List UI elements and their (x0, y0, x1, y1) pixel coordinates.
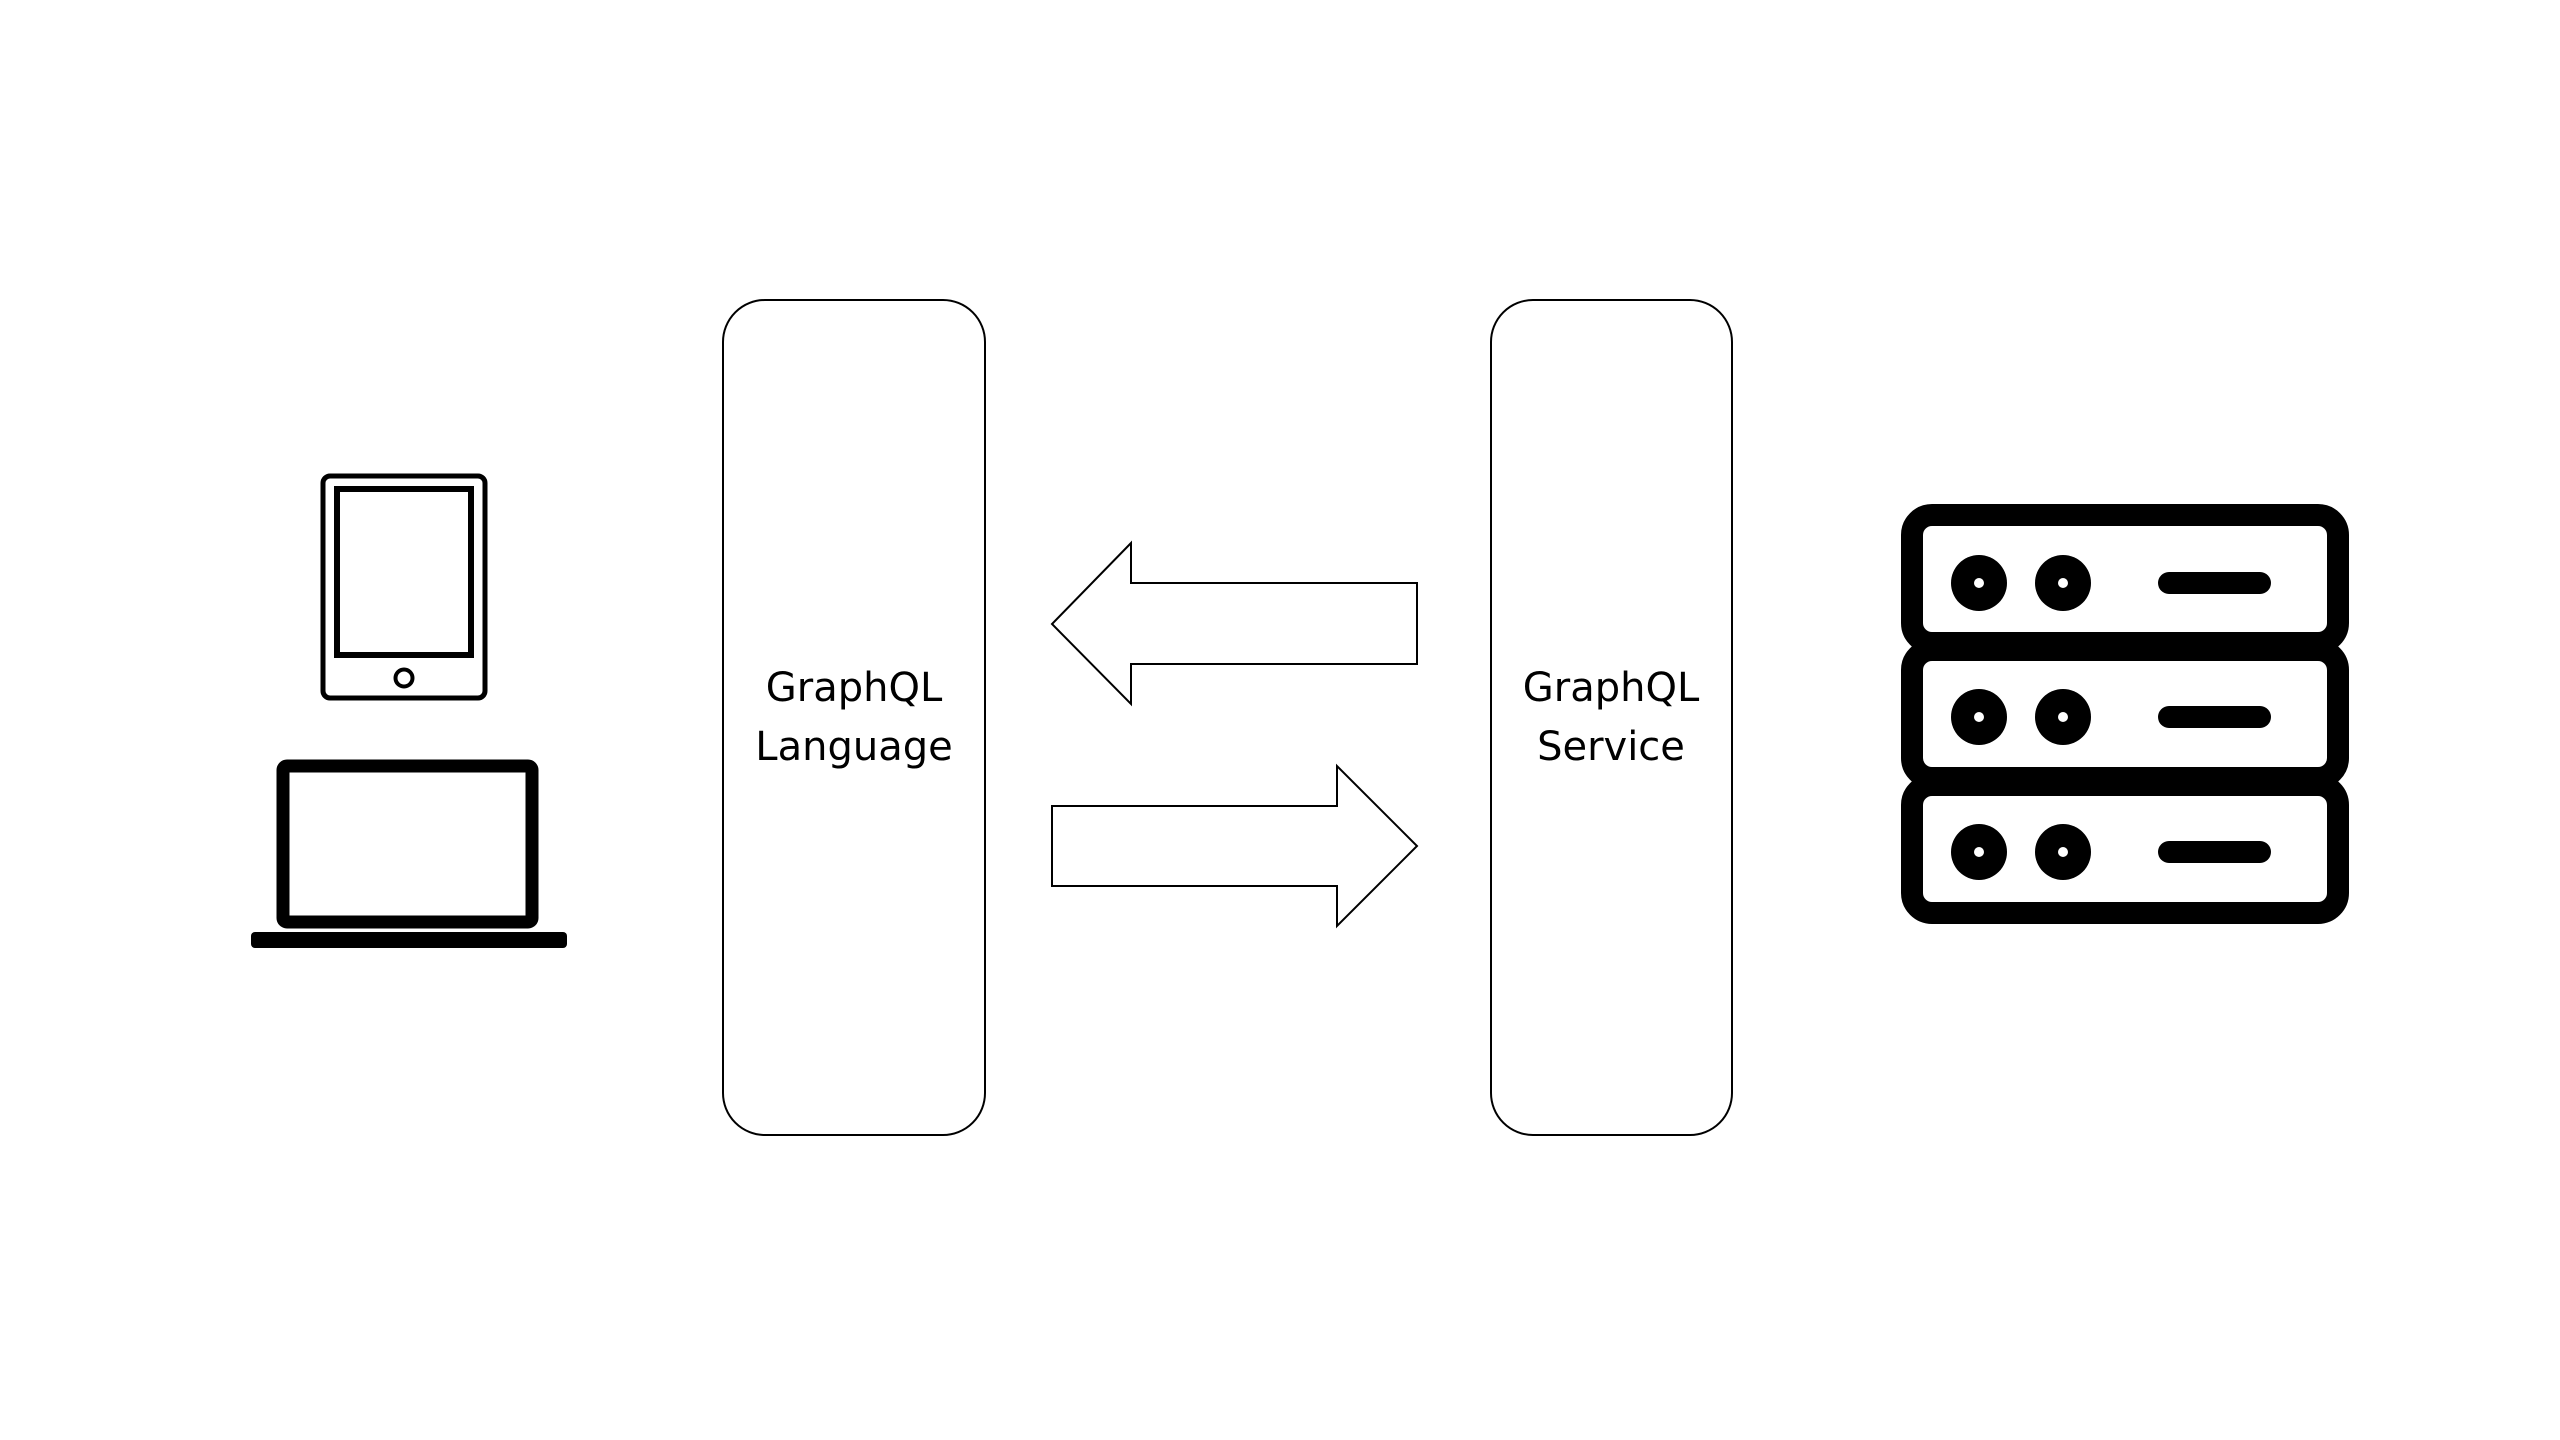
server-unit-3 (1901, 774, 2349, 924)
left-arrow (1050, 540, 1418, 707)
laptop-icon (251, 759, 567, 948)
graphql-service-label-line2: Service (1537, 724, 1685, 770)
graphql-service-label-line1: GraphQL (1523, 665, 1700, 711)
graphql-language-box: GraphQL Language (722, 299, 986, 1136)
graphql-service-box: GraphQL Service (1490, 299, 1733, 1136)
server-rack-icon (1901, 504, 2349, 924)
client-devices (251, 473, 567, 948)
graphql-language-label-line1: GraphQL (766, 665, 943, 711)
tablet-icon (320, 473, 488, 701)
right-arrow (1051, 763, 1419, 929)
server-unit-2 (1901, 639, 2349, 789)
graphql-language-label-line2: Language (755, 724, 952, 770)
server-unit-1 (1901, 504, 2349, 654)
